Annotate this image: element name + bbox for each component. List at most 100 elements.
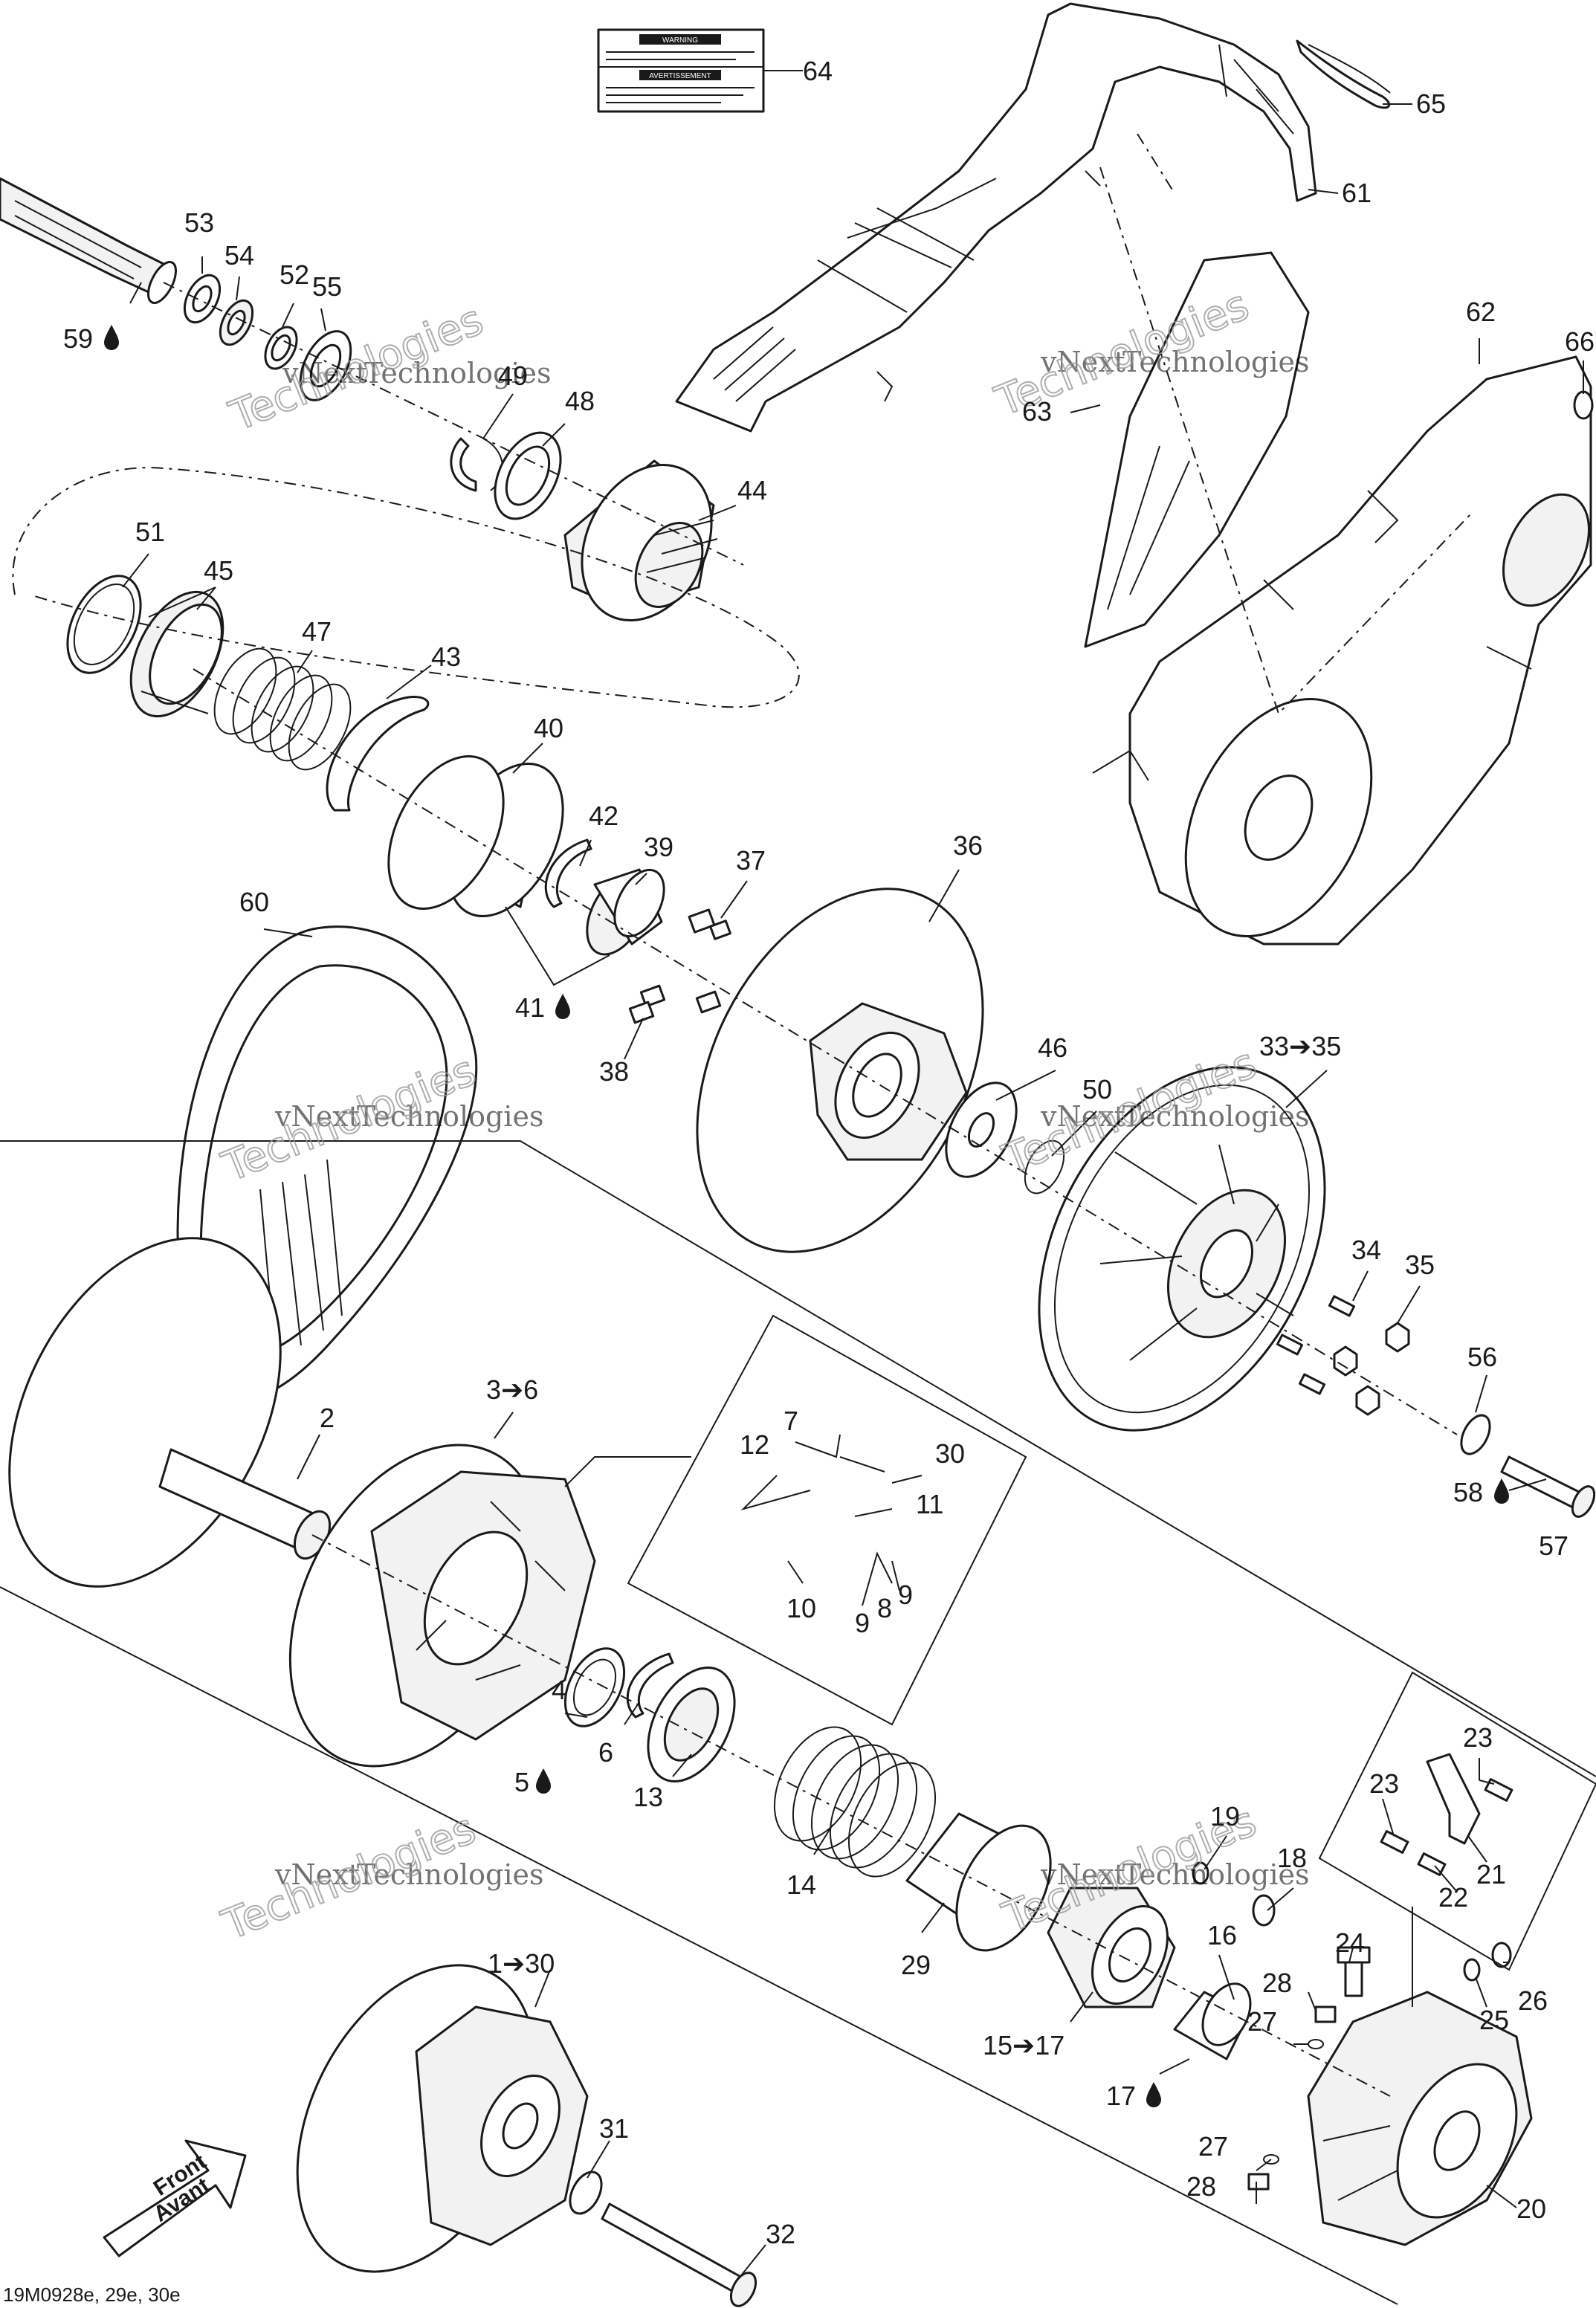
callout-47: 47 bbox=[302, 616, 332, 647]
watermark-line2: Technologies bbox=[1122, 1100, 1310, 1133]
callout-37: 37 bbox=[736, 845, 766, 876]
outer-cover-62 bbox=[1128, 355, 1592, 945]
bolt-24 bbox=[1337, 1946, 1371, 1997]
diagram-code: 19M0928e, 29e, 30e bbox=[3, 2283, 181, 2306]
nuts-35 bbox=[1333, 1322, 1410, 1416]
callout-17: 17 bbox=[1106, 2081, 1136, 2111]
watermark-line2: Technologies bbox=[357, 1858, 544, 1891]
watermark-line2: Technologies bbox=[357, 1100, 544, 1133]
callout-63: 63 bbox=[1022, 396, 1052, 427]
washers-18-19 bbox=[1192, 1861, 1276, 1927]
callout-24: 24 bbox=[1335, 1927, 1365, 1958]
fixed-sheave-36 bbox=[696, 888, 984, 1253]
callout-58: 58 bbox=[1453, 1477, 1483, 1507]
callout-27b: 27 bbox=[1198, 2131, 1228, 2162]
callout-14: 14 bbox=[786, 1869, 816, 1900]
callout-28b: 28 bbox=[1186, 2171, 1216, 2202]
sleeve-40 bbox=[387, 755, 564, 917]
callout-52: 52 bbox=[280, 259, 309, 290]
watermark-line2: Technologies bbox=[1122, 1858, 1310, 1891]
washer-53 bbox=[183, 274, 222, 324]
circlip-6 bbox=[626, 1652, 674, 1719]
retaining-clip-65 bbox=[1296, 39, 1391, 109]
ring-51 bbox=[66, 575, 142, 674]
callout-4: 4 bbox=[552, 1675, 566, 1705]
callout-5: 5 bbox=[514, 1767, 529, 1797]
arm-21 bbox=[1426, 1753, 1481, 1845]
callout-29: 29 bbox=[901, 1950, 931, 1980]
callout-51: 51 bbox=[135, 517, 165, 547]
assembly-axis-lines bbox=[12, 133, 1473, 2097]
slider-38 bbox=[628, 984, 722, 1024]
callout-53: 53 bbox=[184, 207, 214, 238]
movable-sheave-3-6 bbox=[288, 1444, 596, 1768]
bearing-48 bbox=[494, 431, 562, 520]
callout-labels: 64 65 61 53 54 52 55 59 49 48 44 62 66 6… bbox=[63, 56, 1595, 2249]
bushing-39 bbox=[586, 868, 665, 956]
oil-drop-icon bbox=[1494, 1478, 1509, 1504]
callout-18: 18 bbox=[1277, 1843, 1307, 1873]
seal-13 bbox=[647, 1666, 736, 1783]
movable-sheave-33-35 bbox=[1038, 1066, 1326, 1432]
roller-housing-44 bbox=[563, 459, 718, 622]
callout-22: 22 bbox=[1438, 1882, 1468, 1913]
bushing-16 bbox=[1173, 1982, 1252, 2060]
washer-56 bbox=[1460, 1414, 1491, 1455]
pins-34 bbox=[1276, 1295, 1356, 1395]
retaining-ring-43 bbox=[326, 696, 430, 812]
callout-6: 6 bbox=[598, 1737, 613, 1768]
oil-drop-icon bbox=[536, 1768, 551, 1794]
belt-guard-cover-61 bbox=[675, 2, 1317, 433]
callout-64: 64 bbox=[803, 56, 833, 86]
callout-49: 49 bbox=[498, 361, 528, 391]
callout-8: 8 bbox=[877, 1593, 892, 1623]
seal-54 bbox=[219, 299, 254, 346]
section-frames bbox=[0, 1140, 1596, 2305]
oil-drop-icons bbox=[104, 325, 1509, 2107]
callout-1-30: 1➔30 bbox=[488, 1948, 555, 1979]
watermark-line1: vNext bbox=[1040, 346, 1125, 378]
callout-10: 10 bbox=[786, 1593, 816, 1623]
callout-48: 48 bbox=[565, 386, 595, 416]
callout-13: 13 bbox=[633, 1782, 663, 1812]
callout-38: 38 bbox=[599, 1056, 629, 1087]
oring-50 bbox=[1024, 1140, 1065, 1195]
callout-36: 36 bbox=[953, 830, 983, 861]
callout-54: 54 bbox=[224, 240, 254, 271]
callout-23b: 23 bbox=[1369, 1768, 1399, 1799]
callout-41: 41 bbox=[515, 992, 545, 1023]
watermark-line1: vNext bbox=[274, 1858, 360, 1891]
callout-55: 55 bbox=[312, 271, 342, 302]
callout-12: 12 bbox=[740, 1429, 769, 1460]
callout-50: 50 bbox=[1082, 1074, 1112, 1105]
washers-25-26 bbox=[1463, 1942, 1512, 1982]
warning-title-fr: AVERTISSEMENT bbox=[649, 72, 711, 80]
callout-65: 65 bbox=[1416, 88, 1446, 119]
callout-46: 46 bbox=[1038, 1032, 1067, 1063]
washer-66 bbox=[1573, 390, 1594, 420]
slider-37 bbox=[688, 908, 731, 940]
callout-39: 39 bbox=[644, 832, 673, 862]
watermark-line1: vNext bbox=[1040, 1858, 1125, 1891]
callout-27a: 27 bbox=[1247, 2006, 1277, 2037]
callout-66: 66 bbox=[1565, 326, 1595, 357]
crankshaft-end-59 bbox=[0, 177, 177, 304]
callout-19: 19 bbox=[1210, 1801, 1240, 1832]
callout-9a: 9 bbox=[855, 1608, 870, 1638]
callout-43: 43 bbox=[431, 641, 461, 672]
callout-32: 32 bbox=[766, 2219, 795, 2249]
oil-drop-icon bbox=[1146, 2082, 1161, 2107]
callout-44: 44 bbox=[737, 475, 767, 505]
callout-20: 20 bbox=[1516, 2194, 1546, 2224]
callout-62: 62 bbox=[1466, 297, 1496, 327]
callout-16: 16 bbox=[1207, 1920, 1237, 1950]
callout-23a: 23 bbox=[1463, 1722, 1493, 1753]
sleeve-29 bbox=[905, 1812, 1052, 1952]
callout-61: 61 bbox=[1342, 178, 1372, 208]
watermark-5: vNext Technologies Technologies bbox=[215, 1804, 544, 1950]
watermark-line2: Technologies bbox=[1122, 346, 1310, 378]
bolt-57 bbox=[1500, 1455, 1596, 1518]
warning-title-en: WARNING bbox=[662, 36, 698, 45]
callout-21: 21 bbox=[1476, 1859, 1506, 1890]
